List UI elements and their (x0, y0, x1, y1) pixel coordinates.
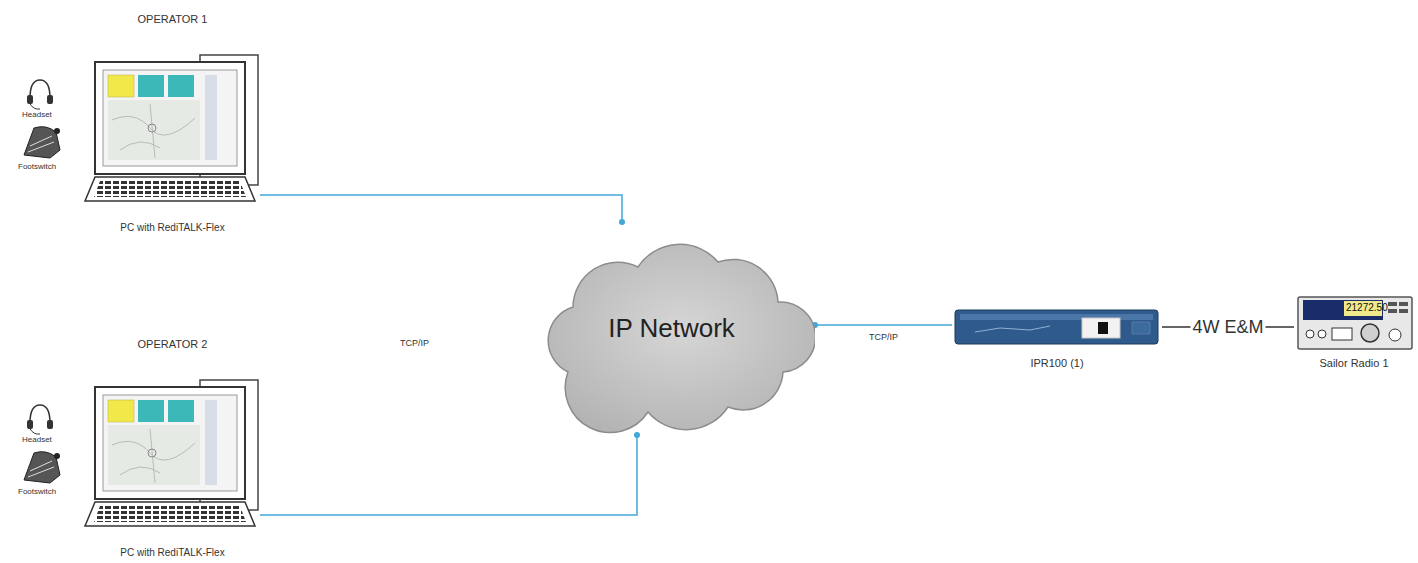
device-caption: Sailor Radio 1 (1319, 356, 1388, 370)
gateway-device: IPR100 (1) (952, 306, 1162, 370)
link-endpoint (619, 219, 625, 225)
device-caption: IPR100 (1) (1030, 356, 1083, 370)
operator-pc: OPERATOR 2 PC with RediTALK-Flex (85, 333, 260, 559)
operator-pc: OPERATOR 1 PC with RediTALK-Flex (85, 8, 260, 234)
link-label: 4W E&M (1190, 317, 1265, 338)
radio-display: 21272.50 (1346, 302, 1388, 313)
operator-heading: OPERATOR 1 (138, 12, 208, 26)
device-caption: PC with RediTALK-Flex (120, 221, 224, 234)
protocol-label: TCP/IP (400, 338, 429, 348)
network-link (260, 195, 622, 222)
device-caption: PC with RediTALK-Flex (120, 546, 224, 559)
operator-heading: OPERATOR 2 (138, 337, 208, 351)
cloud-outline (548, 244, 815, 432)
device-label: Footswitch (18, 487, 56, 496)
device-label: Headset (22, 435, 52, 444)
network-cloud: IP Network (528, 222, 815, 435)
device-label: Headset (22, 110, 52, 119)
link-endpoint (634, 432, 640, 438)
device-label: Footswitch (18, 162, 56, 171)
link-label: TCP/IP (867, 332, 900, 342)
network-name: IP Network (602, 313, 742, 344)
network-link (260, 435, 637, 515)
network-link (815, 324, 952, 326)
